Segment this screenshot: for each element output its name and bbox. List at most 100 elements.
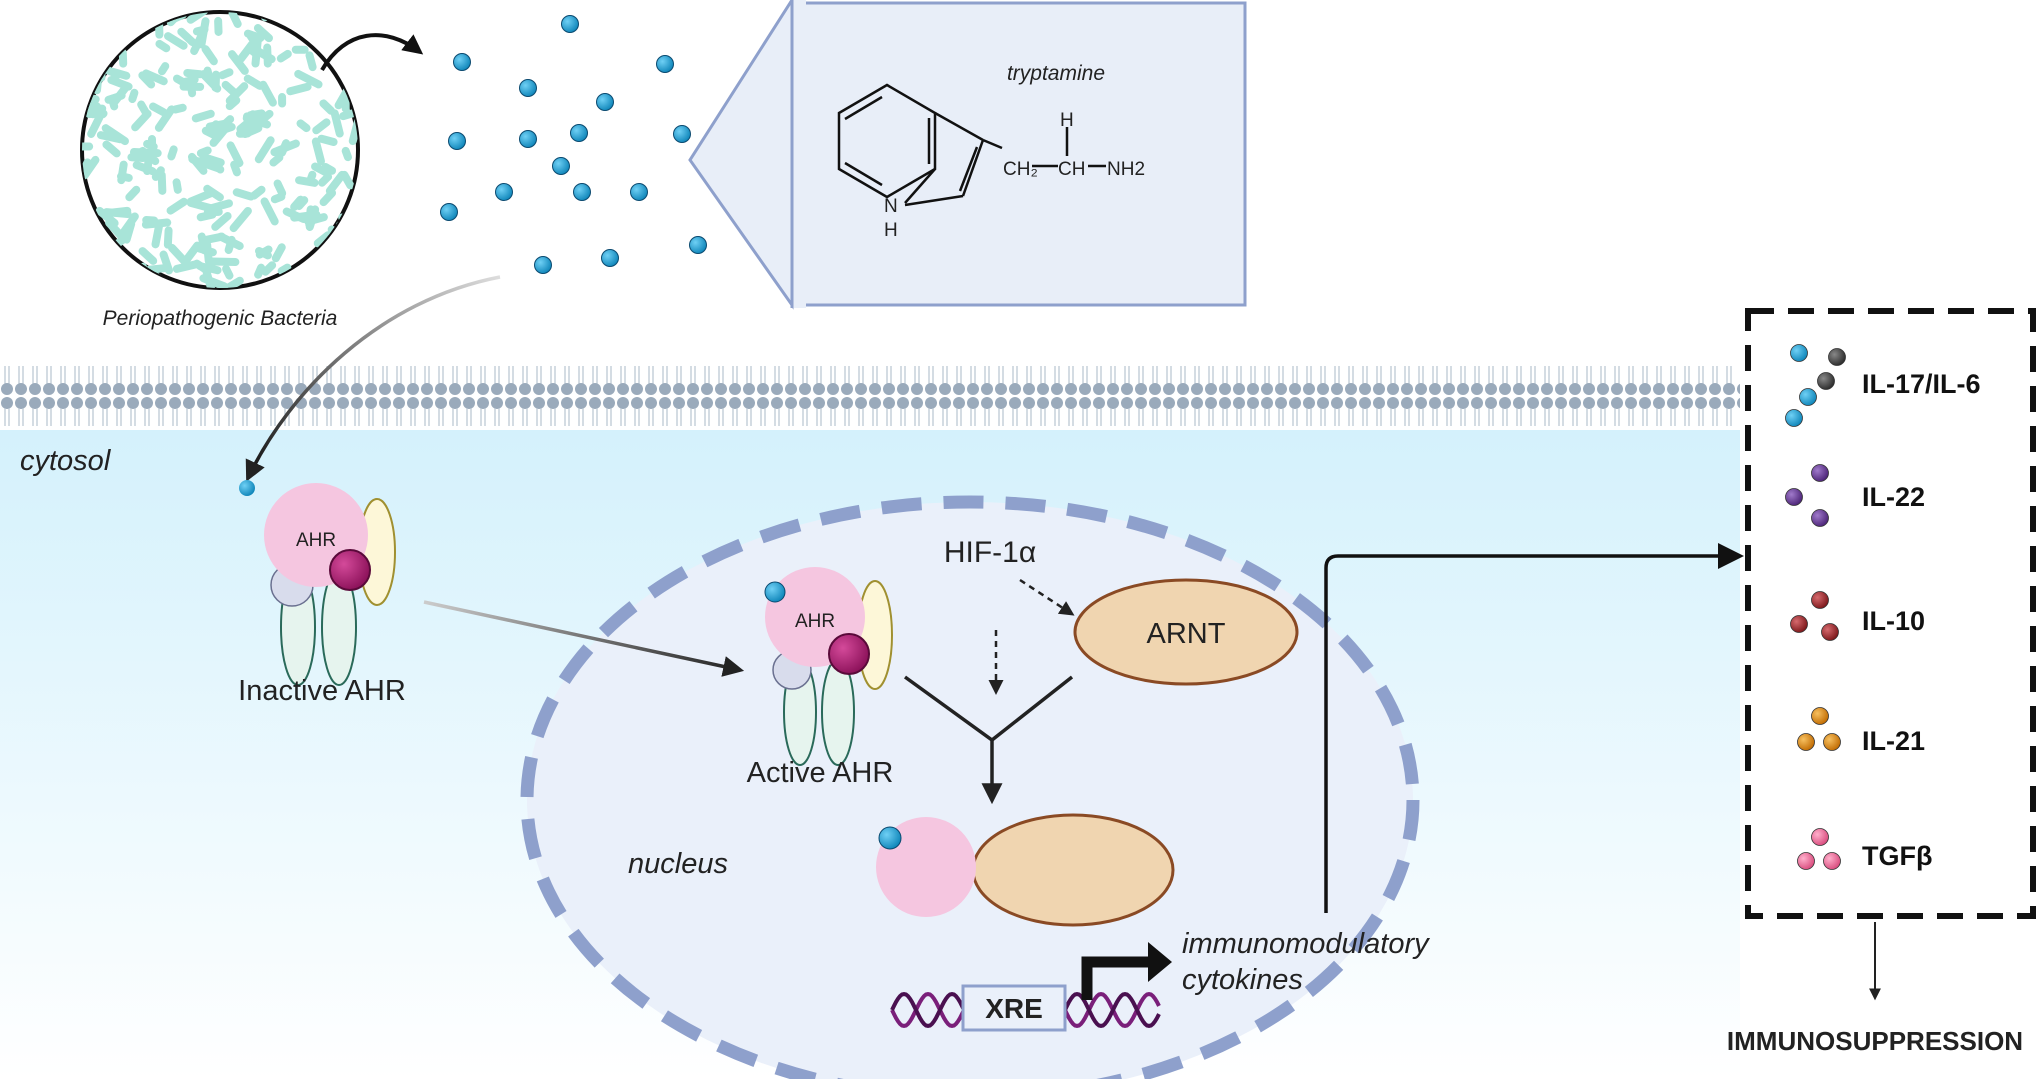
bacterium-rod — [87, 113, 104, 138]
bacterium-rod — [143, 139, 158, 151]
bacterium-rod — [125, 185, 141, 202]
bacterium-rod — [254, 263, 266, 279]
bacterium-rod — [218, 68, 234, 80]
bacterium-rod — [82, 72, 92, 88]
tryptamine-molecule — [561, 15, 579, 33]
bacterium-rod — [298, 273, 323, 288]
cytokine-label: IL-21 — [1862, 726, 1925, 756]
bacterium-rod — [250, 185, 266, 200]
bacterium-rod — [154, 105, 176, 132]
nh2-group: NH2 — [1107, 159, 1145, 180]
bacterium-rod — [291, 45, 309, 54]
tryptamine-molecule — [440, 203, 458, 221]
bacterium-rod — [211, 211, 232, 231]
structure-panel — [801, 1, 1247, 307]
bacterium-rod — [243, 74, 264, 90]
bacterium-rod — [321, 163, 337, 175]
dna-strand-b — [890, 991, 966, 1029]
bacterium-rod — [315, 15, 338, 35]
bacterium-rod — [128, 88, 139, 104]
bacterium-rod — [208, 257, 240, 267]
bacterium-rod — [102, 140, 121, 158]
tryptamine-molecule — [573, 183, 591, 201]
bacterium-rod — [203, 66, 214, 85]
bacterium-rod — [339, 106, 358, 121]
active-ahr-complex — [764, 567, 893, 766]
bacterium-rod — [137, 100, 150, 117]
bacterium-rod — [220, 276, 244, 288]
bacterium-rod — [342, 278, 358, 288]
bacterium-rod — [177, 27, 197, 47]
bacterium-rod — [229, 206, 252, 233]
bacterium-rod — [195, 244, 217, 257]
bacterium-rod — [98, 43, 111, 60]
bacterium-rod — [278, 93, 287, 108]
cytokine-label: IL-17/IL-6 — [1862, 369, 1981, 399]
secretion-arrow — [1324, 554, 1720, 913]
cytokine-molecule — [1799, 388, 1817, 406]
bacteria-colony — [80, 10, 360, 290]
bacterium-rod — [129, 148, 162, 158]
bacterium-rod — [142, 69, 168, 86]
cytokine-molecule — [1811, 828, 1829, 846]
tryptamine-molecule — [570, 124, 588, 142]
tryptamine-molecule — [448, 132, 466, 150]
cytokine-molecule — [1785, 488, 1803, 506]
tryptamine-molecule — [519, 130, 537, 148]
molecule-name: tryptamine — [1007, 62, 1105, 85]
tryptamine-molecule — [601, 249, 619, 267]
bacterium-rod — [225, 82, 249, 105]
bacterium-rod — [186, 12, 209, 24]
cytokine-molecule — [1821, 623, 1839, 641]
bacterium-rod — [164, 32, 188, 50]
bacterium-rod — [96, 131, 125, 144]
bacterium-rod — [214, 16, 223, 36]
bacterium-rod — [205, 119, 229, 131]
bacterium-rod — [232, 188, 255, 201]
tryptamine-molecule — [656, 55, 674, 73]
bacterium-rod — [316, 268, 338, 279]
ch2-group: CH₂ — [1003, 159, 1038, 180]
bacterium-rod — [292, 12, 309, 29]
bacterium-rod — [119, 212, 139, 237]
bacterium-rod — [319, 99, 335, 115]
bacterium-rod — [138, 247, 158, 265]
bacterium-rod — [105, 12, 132, 24]
cytokine-molecule — [1823, 733, 1841, 751]
bacterium-rod — [270, 192, 286, 204]
ahr-arnt-complex — [876, 813, 1175, 927]
cytokine-molecule — [1790, 615, 1808, 633]
cytokine-molecule — [1797, 852, 1815, 870]
bacterium-rod — [138, 71, 156, 89]
tryptamine-molecule — [552, 157, 570, 175]
bacterium-rod — [142, 216, 159, 225]
bacterium-rod — [203, 184, 224, 202]
bacterium-rod — [255, 247, 272, 260]
cytokine-molecule — [1823, 852, 1841, 870]
bacterium-rod — [309, 264, 318, 286]
bacterium-rod — [199, 153, 225, 167]
bacterium-rod — [199, 274, 229, 288]
bacterium-rod — [203, 207, 223, 217]
bacterium-rod — [95, 250, 111, 260]
cytokine-panel — [1745, 308, 2036, 919]
nh-atom: H — [884, 220, 898, 241]
bacterium-rod — [330, 109, 344, 138]
tryptamine-molecule — [519, 79, 537, 97]
tryptamine-molecule — [689, 236, 707, 254]
bacterium-rod — [271, 243, 286, 263]
bacterium-rod — [340, 251, 358, 266]
bacterium-rod — [183, 68, 205, 79]
hif-label: HIF-1α — [944, 536, 1036, 569]
arnt-label: ARNT — [1147, 618, 1226, 650]
bacterium-rod — [253, 24, 273, 43]
xre-element — [961, 984, 1067, 1032]
cytokine-molecule — [1790, 344, 1808, 362]
bacterium-rod — [348, 114, 358, 146]
cytokine-molecule — [1797, 733, 1815, 751]
bacterium-rod — [157, 62, 170, 76]
bacterium-rod — [319, 189, 337, 207]
bacterium-rod — [157, 171, 167, 195]
